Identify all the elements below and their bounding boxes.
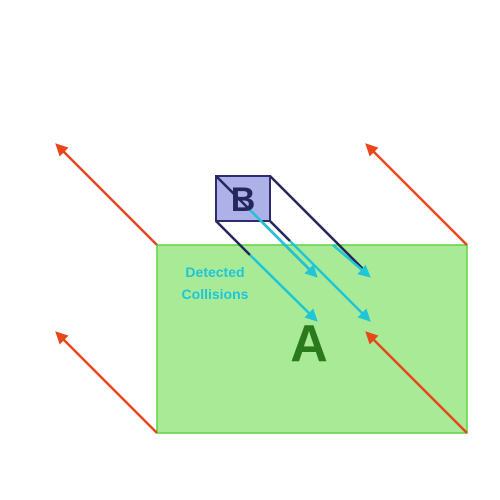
collision-label-line1: Detected (185, 264, 244, 280)
sweep-line-top-right (269, 175, 364, 270)
collision-arrow-4 (289, 240, 371, 322)
sweep-line-bottom-left (215, 220, 251, 256)
collision-arrow-1 (249, 209, 318, 278)
velocity-arrow-bottom-left (55, 331, 158, 434)
box-b-label: B (231, 181, 256, 219)
sweep-line-bottom-right (269, 220, 291, 242)
box-b-diagonal (215, 175, 251, 211)
box-a-label: A (290, 315, 328, 373)
collision-arrow-top-right (332, 244, 371, 278)
collision-arrow-3 (249, 254, 318, 322)
velocity-arrow-bottom-right (365, 331, 468, 434)
velocity-arrow-top-left (55, 143, 158, 246)
velocity-arrow-top-right (365, 143, 468, 246)
collision-label-line2: Collisions (182, 286, 249, 302)
